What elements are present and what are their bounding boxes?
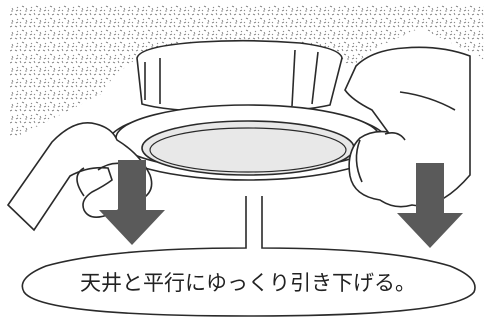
fixture-housing xyxy=(136,39,343,113)
left-down-arrow-icon xyxy=(99,160,165,245)
light-opening xyxy=(141,120,355,176)
downlight-fixture xyxy=(107,39,389,181)
right-down-arrow-icon xyxy=(397,163,463,248)
caption-text: 天井と平行にゆっくり引き下げる。 xyxy=(80,271,416,295)
caption-bubble-outline xyxy=(21,196,476,317)
caption-bubble: 天井と平行にゆっくり引き下げる。 xyxy=(21,196,476,317)
